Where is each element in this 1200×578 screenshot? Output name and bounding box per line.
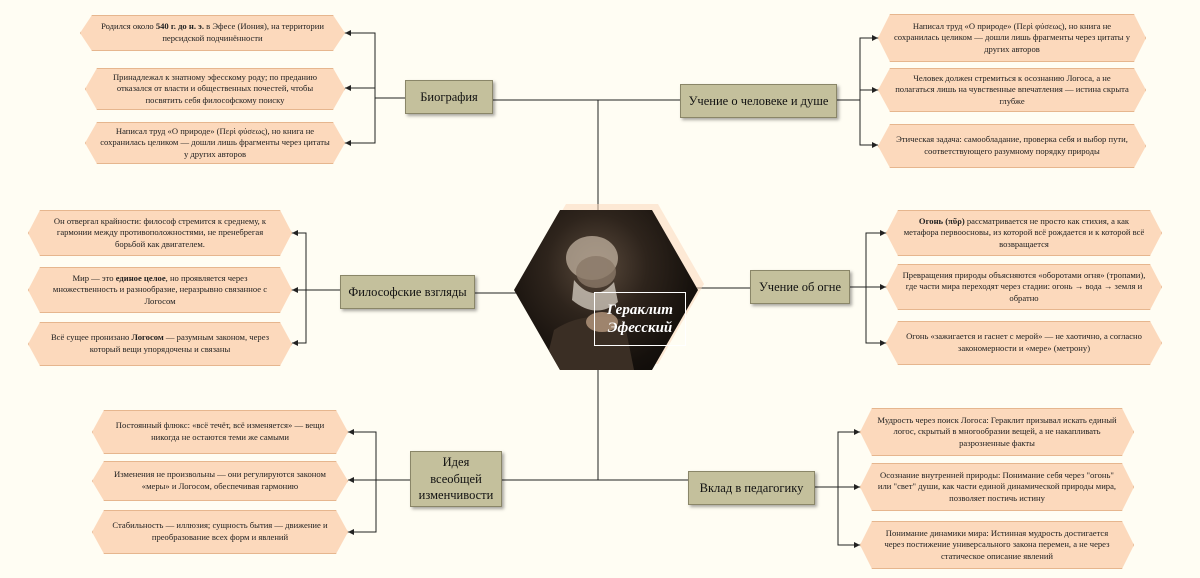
branch-human-soul[interactable]: Учение о человеке и душе [680, 84, 837, 118]
leaf-philosophy-2[interactable]: Мир — это единое целое, но проявляется ч… [28, 267, 292, 313]
branch-change[interactable]: Идея всеобщей изменчивости [410, 451, 502, 507]
branch-pedagogy[interactable]: Вклад в педагогику [688, 471, 815, 505]
leaf-change-2[interactable]: Изменения не произвольны — они регулирую… [92, 461, 348, 501]
portrait-hexagon [514, 210, 698, 370]
leaf-text: Он отвергал крайности: философ стремится… [53, 215, 267, 249]
leaf-human-1[interactable]: Написал труд «О природе» (Περὶ φύσεως), … [878, 14, 1146, 62]
leaf-philosophy-3[interactable]: Всё сущее пронизано Логосом — разумным з… [28, 322, 292, 366]
leaf-fire-1[interactable]: Огонь (πῦρ) рассматривается не просто ка… [886, 210, 1162, 256]
leaf-text: Стабильность — иллюзия; сущность бытия —… [112, 520, 328, 542]
leaf-text: Принадлежал к знатному эфесскому роду; п… [112, 71, 318, 105]
leaf-text: Написал труд «О природе» (Περὶ φύσεως), … [893, 20, 1131, 54]
leaf-text: Изменения не произвольны — они регулирую… [114, 469, 326, 491]
leaf-text: Постоянный флюкс: «всё течёт, всё изменя… [115, 420, 325, 442]
central-topic[interactable]: Гераклит Эфесский [514, 204, 704, 370]
leaf-text: Понимание динамики мира: Истинная мудрос… [884, 527, 1110, 561]
branch-philosophy[interactable]: Философские взгляды [340, 275, 475, 309]
leaf-text: Мир — это единое целое, но проявляется ч… [52, 272, 268, 306]
leaf-human-3[interactable]: Этическая задача: самообладание, проверк… [878, 124, 1146, 168]
leaf-biography-3[interactable]: Написал труд «О природе» (Περὶ φύσεως), … [85, 122, 345, 164]
leaf-text: Осознание внутренней природы: Понимание … [877, 469, 1117, 503]
leaf-change-3[interactable]: Стабильность — иллюзия; сущность бытия —… [92, 510, 348, 554]
leaf-text: Всё сущее пронизано Логосом — разумным з… [50, 332, 270, 354]
leaf-text: Человек должен стремиться к осознанию Ло… [895, 72, 1129, 106]
leaf-pedagogy-1[interactable]: Мудрость через поиск Логоса: Гераклит пр… [860, 408, 1134, 456]
leaf-text: Превращения природы объясняются «оборота… [902, 269, 1146, 303]
leaf-text: Этическая задача: самообладание, проверк… [896, 134, 1128, 156]
leaf-fire-3[interactable]: Огонь «зажигается и гаснет с мерой» — не… [886, 321, 1162, 365]
leaf-pedagogy-3[interactable]: Понимание динамики мира: Истинная мудрос… [860, 521, 1134, 569]
branch-biography[interactable]: Биография [405, 80, 493, 114]
leaf-text: Родился около 540 г. до н. э. в Эфесе (И… [101, 21, 324, 43]
leaf-fire-2[interactable]: Превращения природы объясняются «оборота… [886, 264, 1162, 310]
leaf-change-1[interactable]: Постоянный флюкс: «всё течёт, всё изменя… [92, 410, 348, 454]
leaf-text: Огонь «зажигается и гаснет с мерой» — не… [906, 331, 1142, 353]
leaf-text: Написал труд «О природе» (Περὶ φύσεως), … [100, 125, 330, 159]
leaf-text: Огонь (πῦρ) рассматривается не просто ка… [903, 215, 1145, 249]
leaf-human-2[interactable]: Человек должен стремиться к осознанию Ло… [878, 68, 1146, 112]
center-title: Гераклит Эфесский [594, 292, 686, 346]
branch-fire[interactable]: Учение об огне [750, 270, 850, 304]
leaf-text: Мудрость через поиск Логоса: Гераклит пр… [877, 414, 1117, 448]
leaf-biography-1[interactable]: Родился около 540 г. до н. э. в Эфесе (И… [80, 15, 345, 51]
leaf-biography-2[interactable]: Принадлежал к знатному эфесскому роду; п… [85, 68, 345, 110]
portrait-image [544, 236, 634, 370]
leaf-philosophy-1[interactable]: Он отвергал крайности: философ стремится… [28, 210, 292, 256]
leaf-pedagogy-2[interactable]: Осознание внутренней природы: Понимание … [860, 463, 1134, 511]
